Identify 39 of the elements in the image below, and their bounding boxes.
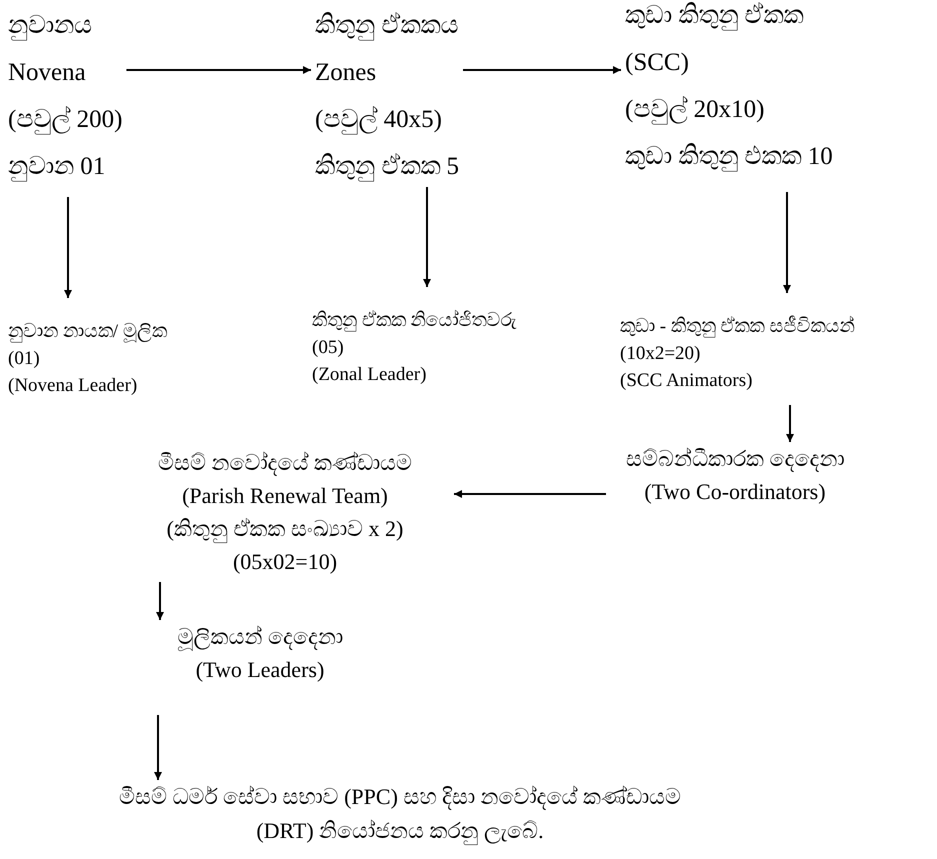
node-text: කිතුනු ඒකකය — [315, 11, 458, 42]
node-text: (Novena Leader) — [8, 374, 138, 398]
node-text: (පවුල් 200) — [8, 105, 122, 136]
node-text: (01) — [8, 347, 40, 371]
node-text: (පවුල් 20x10) — [625, 95, 764, 126]
node-text: සම්බන්ධීකාරක දෙදෙනා — [626, 445, 844, 474]
arrow — [783, 192, 791, 293]
node-text: Novena — [8, 58, 86, 88]
arrow — [423, 187, 431, 287]
node-text: නුවාන නායක/ මූලික — [8, 320, 167, 344]
node-text: කිතුනු ඒකක 5 — [315, 152, 459, 184]
node-text: (SCC Animators) — [620, 369, 752, 393]
node-text: කිතුනු ඒකක නියෝජිතවරු — [312, 309, 516, 334]
node-text: Zones — [315, 58, 376, 88]
node-text: කුඩා කිතුනු එකක 10 — [625, 142, 833, 174]
node-text: (කිතුනු ඒකක සංඛ්‍යාව x 2) — [166, 515, 404, 545]
arrow — [126, 66, 311, 74]
node-text: කුඩා - කිතුනු ඒකක සජීවිකයන් — [620, 314, 854, 340]
node-text: කුඩා කිතුනු ඒකක — [625, 1, 804, 32]
arrow — [156, 582, 164, 620]
node-text: මීසම් ධර්ම සේවා සභාව (PPC) සහ දිසා නවෝදයේ කණ්ඩායම (DRT) නියෝජනය කරනු ලැබේ. — [118, 783, 682, 847]
node-text: මීසම් නවෝදයේ කණ්ඩායම — [158, 449, 412, 478]
arrow — [454, 490, 606, 498]
node-text: (Two Co-ordinators) — [644, 478, 826, 506]
node-text: (SCC) — [625, 48, 689, 78]
node-text: (05) — [312, 336, 344, 360]
node-text: (පවුල් 40x5) — [315, 105, 442, 136]
node-text: (Zonal Leader) — [312, 363, 426, 387]
node-text: මූලිකයන් දෙදෙනා — [177, 623, 343, 653]
arrow — [154, 715, 162, 780]
node-text: (Parish Renewal Team) — [182, 482, 388, 510]
arrow — [64, 197, 72, 298]
node-text: (10x2=20) — [620, 342, 700, 366]
arrow — [463, 66, 621, 74]
node-text: (05x02=10) — [232, 548, 338, 576]
node-text: නුවාන 01 — [8, 152, 106, 184]
arrow — [786, 405, 794, 442]
node-text: නුවානය — [8, 11, 92, 42]
node-text: (Two Leaders) — [196, 656, 324, 684]
